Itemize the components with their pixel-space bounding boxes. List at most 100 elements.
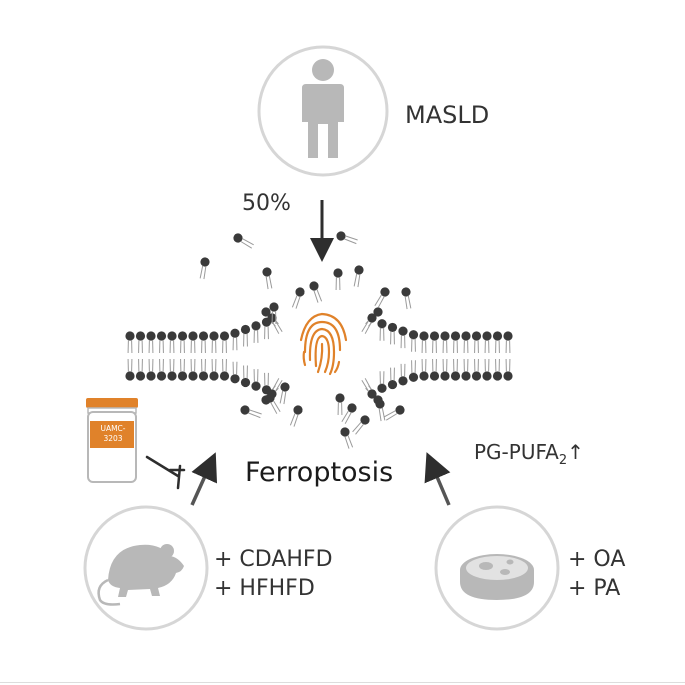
pg-pufa-text: PG-PUFA	[474, 440, 559, 464]
membrane-lipid-bottom	[440, 358, 450, 381]
membrane-lipid-top	[450, 331, 461, 354]
fingerprint-icon	[299, 312, 348, 376]
membrane-lipid-top	[146, 331, 156, 354]
membrane-lipid-bottom	[156, 358, 167, 381]
lipid-membrane	[125, 307, 513, 405]
vial-label-line1: UAMC-	[100, 424, 126, 433]
free-lipid	[265, 393, 281, 414]
membrane-lipid-bottom	[387, 367, 398, 390]
vial-label: UAMC-3203	[91, 424, 135, 444]
free-lipid	[401, 287, 412, 310]
cell-treatment-2: + PA	[568, 576, 621, 601]
membrane-lipid-top	[387, 322, 398, 345]
membrane-lipid-top	[177, 331, 188, 354]
free-lipid	[352, 415, 370, 435]
vial-icon	[86, 398, 138, 483]
percent-label: 50%	[242, 191, 291, 216]
membrane-lipid-top	[398, 326, 408, 349]
membrane-lipid-bottom	[177, 358, 188, 381]
membrane-lipid-top	[251, 321, 261, 343]
free-lipid	[262, 267, 273, 290]
membrane-lipid-bottom	[503, 358, 513, 381]
free-lipids	[199, 231, 412, 449]
membrane-lipid-top	[125, 331, 135, 354]
petri-dish-icon	[460, 554, 534, 600]
membrane-lipid-bottom	[482, 358, 492, 381]
free-lipid	[341, 403, 357, 424]
free-lipid	[336, 231, 358, 245]
arrow-cell-up	[424, 452, 451, 506]
membrane-lipid-bottom	[219, 358, 230, 381]
person-icon	[302, 59, 344, 158]
membrane-lipid-top	[219, 331, 230, 354]
membrane-lipid-top	[230, 328, 240, 351]
membrane-lipid-bottom	[230, 361, 240, 384]
membrane-lipid-top	[240, 324, 251, 347]
membrane-lipid-bottom	[471, 358, 482, 381]
membrane-lipid-top	[377, 319, 387, 341]
masld-label: MASLD	[405, 101, 490, 129]
free-lipid	[199, 257, 210, 280]
pore-lipid	[361, 378, 377, 399]
membrane-lipid-top	[167, 331, 177, 354]
ferroptosis-label: Ferroptosis	[245, 457, 394, 488]
membrane-lipid-top	[419, 331, 429, 354]
membrane-lipid-bottom	[125, 358, 135, 381]
membrane-lipid-bottom	[198, 358, 209, 381]
mouse-icon	[97, 544, 184, 606]
free-lipid	[240, 405, 262, 419]
vial-label-line2: 3203	[103, 434, 123, 443]
membrane-lipid-top	[461, 331, 471, 354]
cell-treatment-1: + OA	[568, 547, 626, 572]
membrane-lipid-top	[440, 331, 450, 354]
free-lipid	[333, 268, 343, 291]
membrane-lipid-bottom	[492, 358, 503, 381]
membrane-lipid-bottom	[461, 358, 471, 381]
membrane-lipid-top	[429, 331, 440, 354]
free-lipid	[279, 382, 290, 405]
membrane-lipid-top	[492, 331, 503, 354]
membrane-lipid-bottom	[408, 360, 419, 382]
mouse-diet-2: + HFHFD	[214, 576, 315, 601]
membrane-lipid-bottom	[209, 358, 219, 381]
membrane-lipid-bottom	[419, 358, 429, 381]
pg-pufa-up-arrow: ↑	[567, 440, 584, 464]
membrane-lipid-bottom	[398, 363, 408, 386]
membrane-lipid-bottom	[240, 365, 251, 388]
arrow-mouse-up	[190, 452, 218, 506]
membrane-lipid-bottom	[377, 371, 387, 393]
membrane-lipid-bottom	[429, 358, 440, 381]
free-lipid	[353, 265, 364, 288]
free-lipid	[289, 405, 303, 427]
pg-pufa-label: PG-PUFA2↑	[474, 440, 584, 468]
mouse-diet-1: + CDAHFD	[214, 547, 333, 572]
free-lipid	[340, 427, 354, 449]
free-lipid	[375, 399, 386, 422]
free-lipid	[374, 287, 390, 308]
free-lipid	[233, 233, 254, 249]
cell-node	[434, 505, 560, 631]
membrane-lipid-bottom	[135, 358, 146, 381]
membrane-lipid-bottom	[188, 358, 198, 381]
membrane-lipid-top	[198, 331, 209, 354]
pg-pufa-subscript: 2	[558, 453, 568, 468]
membrane-lipid-bottom	[167, 358, 177, 381]
membrane-lipid-top	[188, 331, 198, 354]
membrane-lipid-bottom	[251, 369, 261, 391]
free-lipid	[335, 393, 345, 416]
membrane-lipid-bottom	[450, 358, 461, 381]
membrane-lipid-top	[135, 331, 146, 354]
membrane-lipid-top	[156, 331, 167, 354]
inhibition-icon	[145, 455, 186, 490]
free-lipid	[384, 405, 405, 421]
pore-lipid	[361, 313, 377, 334]
free-lipid	[269, 302, 279, 325]
bottom-divider	[0, 682, 685, 683]
membrane-lipid-top	[503, 331, 513, 354]
membrane-lipid-bottom	[146, 358, 156, 381]
membrane-lipid-top	[209, 331, 219, 354]
membrane-lipid-top	[471, 331, 482, 354]
membrane-lipid-top	[408, 330, 419, 352]
human-node	[257, 45, 389, 177]
